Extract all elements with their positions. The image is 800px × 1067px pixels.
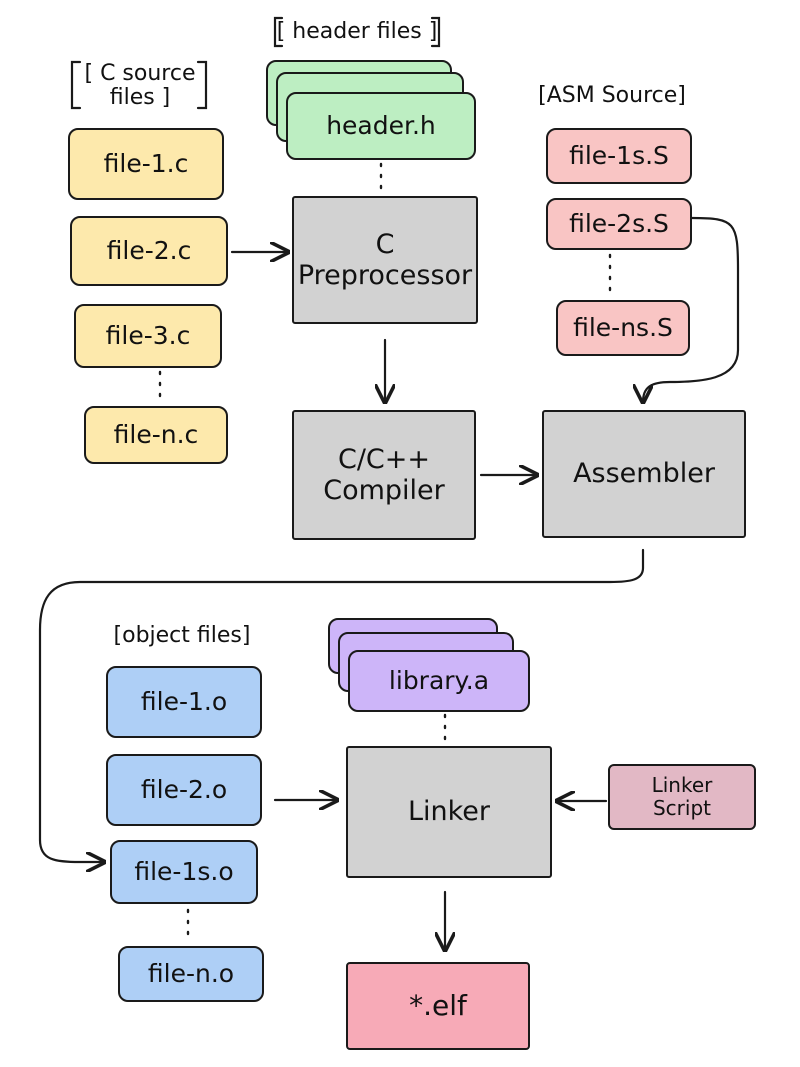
asm-group-label: [ASM Source]: [538, 83, 686, 108]
object-file-n[interactable]: file-n.o: [118, 946, 264, 1002]
arrow-asm-to-assembler: [643, 216, 740, 402]
library-file[interactable]: library.a: [348, 650, 530, 712]
bracket-c-right: [196, 60, 208, 110]
assembler-stage[interactable]: Assembler: [542, 410, 746, 538]
bracket-header-right: [430, 16, 441, 48]
c-source-group-label: [ C source files ]: [84, 61, 196, 111]
c-file-n[interactable]: file-n.c: [84, 406, 228, 464]
asm-file-ns[interactable]: file-ns.S: [556, 300, 690, 356]
asm-file-2s[interactable]: file-2s.S: [546, 198, 692, 250]
c-file-3[interactable]: file-3.c: [74, 304, 222, 368]
linker-script[interactable]: Linker Script: [608, 764, 756, 830]
c-preprocessor-stage[interactable]: C Preprocessor: [292, 196, 478, 324]
header-file[interactable]: header.h: [286, 92, 476, 160]
bracket-c-left: [70, 60, 82, 110]
object-file-2[interactable]: file-2.o: [106, 754, 262, 826]
object-group-label: [object files]: [113, 623, 251, 648]
object-file-1[interactable]: file-1.o: [106, 666, 262, 738]
c-cpp-compiler-stage[interactable]: C/C++ Compiler: [292, 410, 476, 540]
linker-stage[interactable]: Linker: [346, 746, 552, 878]
elf-output[interactable]: *.elf: [346, 962, 530, 1050]
asm-file-1s[interactable]: file-1s.S: [546, 128, 692, 184]
c-file-1[interactable]: file-1.c: [68, 128, 224, 200]
c-file-2[interactable]: file-2.c: [70, 216, 228, 286]
bracket-header-left: [273, 16, 284, 48]
header-group-label: [ header files ]: [276, 19, 438, 44]
arrow-assembler-to-objects: [38, 548, 645, 862]
object-file-1s[interactable]: file-1s.o: [110, 840, 258, 904]
